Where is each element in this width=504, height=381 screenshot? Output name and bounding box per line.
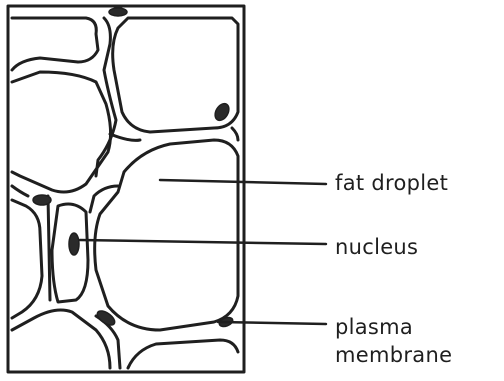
fat-cell-lower-left [12, 200, 42, 318]
diagram-frame [8, 6, 244, 372]
fat-cell-bottom-middle [128, 340, 238, 368]
leader-line-plasma-membrane [218, 322, 326, 324]
membrane-outline-3 [48, 196, 120, 368]
nucleus-right-upper [212, 101, 231, 123]
label-plasma-membrane-line1: plasma [335, 313, 452, 341]
nucleus-center [69, 233, 79, 255]
nucleus-top [109, 8, 127, 16]
fat-cell-top-left [12, 18, 98, 70]
fat-cell-lower-middle [52, 204, 88, 302]
leader-line-nucleus [80, 240, 326, 244]
fat-cell-middle-right [95, 140, 238, 330]
label-fat-droplet: fat droplet [335, 170, 448, 196]
fat-cell-bottom-left [12, 310, 110, 368]
label-plasma-membrane-line2: membrane [335, 341, 452, 369]
nucleus-left [33, 195, 51, 205]
label-nucleus: nucleus [335, 234, 418, 260]
label-plasma-membrane: plasma membrane [335, 313, 452, 369]
